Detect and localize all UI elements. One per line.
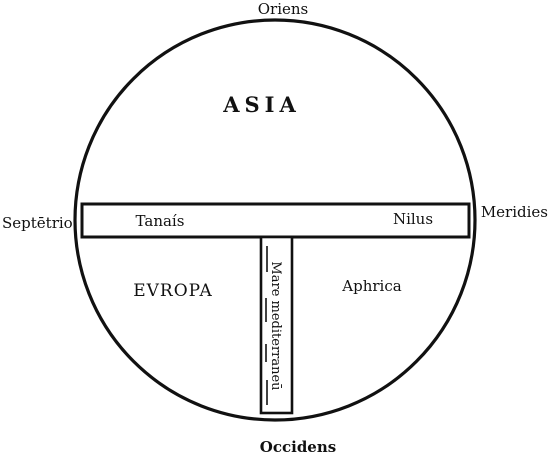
label-nilus: Nilus [393, 210, 433, 228]
world-circle [73, 18, 477, 422]
label-aphrica: Aphrica [341, 277, 401, 295]
vertical-water-band [259, 235, 294, 415]
label-europa: EVROPA [133, 281, 213, 301]
label-septentrio: Septētrio [2, 214, 73, 232]
label-tanais: Tanaís [136, 212, 185, 230]
label-oriens: Oriens [258, 0, 309, 18]
label-asia: ASIA [222, 92, 301, 117]
label-occidens: Occidens [260, 438, 336, 456]
label-meridies: Meridies [481, 203, 548, 221]
label-mare-mediterraneum: Mare mediterraneū [268, 261, 283, 390]
